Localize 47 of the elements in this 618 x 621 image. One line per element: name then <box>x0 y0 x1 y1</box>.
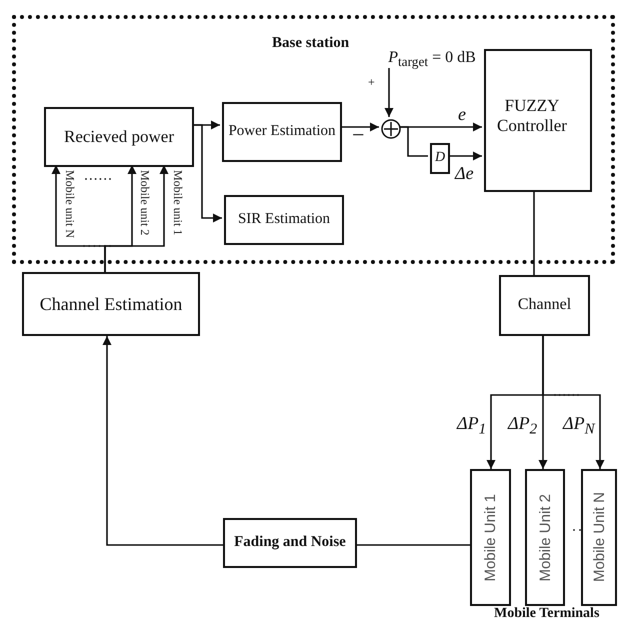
process-box <box>430 143 450 174</box>
panel-heading: Base station <box>272 35 350 52</box>
edge-label: + <box>368 76 375 88</box>
node-label: Fading and Noise <box>234 534 346 552</box>
edge-label: Δe <box>455 164 474 182</box>
node-label: Power Estimation <box>228 123 336 141</box>
mobile-unit-box <box>581 469 617 606</box>
arrow <box>192 124 222 222</box>
node-label: Mobile Unit 2 <box>536 494 554 582</box>
edge-label: ΔP$_{1}$ <box>457 414 486 438</box>
node-label: FUZZY Controller <box>496 96 568 136</box>
arrow <box>542 336 604 469</box>
edge-label: − <box>352 124 364 146</box>
edge-label: Mobile unit 2 <box>139 170 151 236</box>
process-box <box>224 195 344 245</box>
process-box <box>223 518 357 568</box>
node-label: SIR Estimation <box>238 211 330 229</box>
process-box <box>222 102 342 162</box>
arrow <box>104 165 168 272</box>
arrow <box>340 122 379 132</box>
node-label: Channel <box>518 296 572 315</box>
edge-label: ΔP$_{N}$ <box>563 414 595 438</box>
edge-label: Mobile unit 1 <box>172 170 184 236</box>
connector-line <box>399 126 428 157</box>
edge-label: e <box>458 105 466 123</box>
process-box <box>22 272 200 336</box>
arrow <box>102 336 223 546</box>
arrow <box>384 68 394 117</box>
mobile-unit-box <box>470 469 511 606</box>
node-label: Mobile Unit 1 <box>482 494 499 582</box>
edge-label: ΔP$_{2}$ <box>508 414 538 438</box>
node-label: Mobile Unit N <box>590 492 608 583</box>
connector-line <box>357 544 470 546</box>
connector-line <box>533 190 535 275</box>
arrow <box>448 152 482 160</box>
node-label: D <box>434 150 446 167</box>
process-box <box>484 49 592 192</box>
process-box <box>499 275 590 336</box>
mobile-unit-box <box>525 469 565 606</box>
summing-junction <box>381 119 401 139</box>
node-label: P$_{target}$ = 0 dB <box>388 48 476 70</box>
node-label: Recieved power <box>64 127 174 147</box>
edge-label: Mobile unit N <box>64 170 76 238</box>
node-label: Channel Estimation <box>40 294 182 314</box>
process-box <box>44 107 194 167</box>
group-caption: Mobile Terminals <box>494 606 600 621</box>
base-station-panel <box>12 15 615 264</box>
